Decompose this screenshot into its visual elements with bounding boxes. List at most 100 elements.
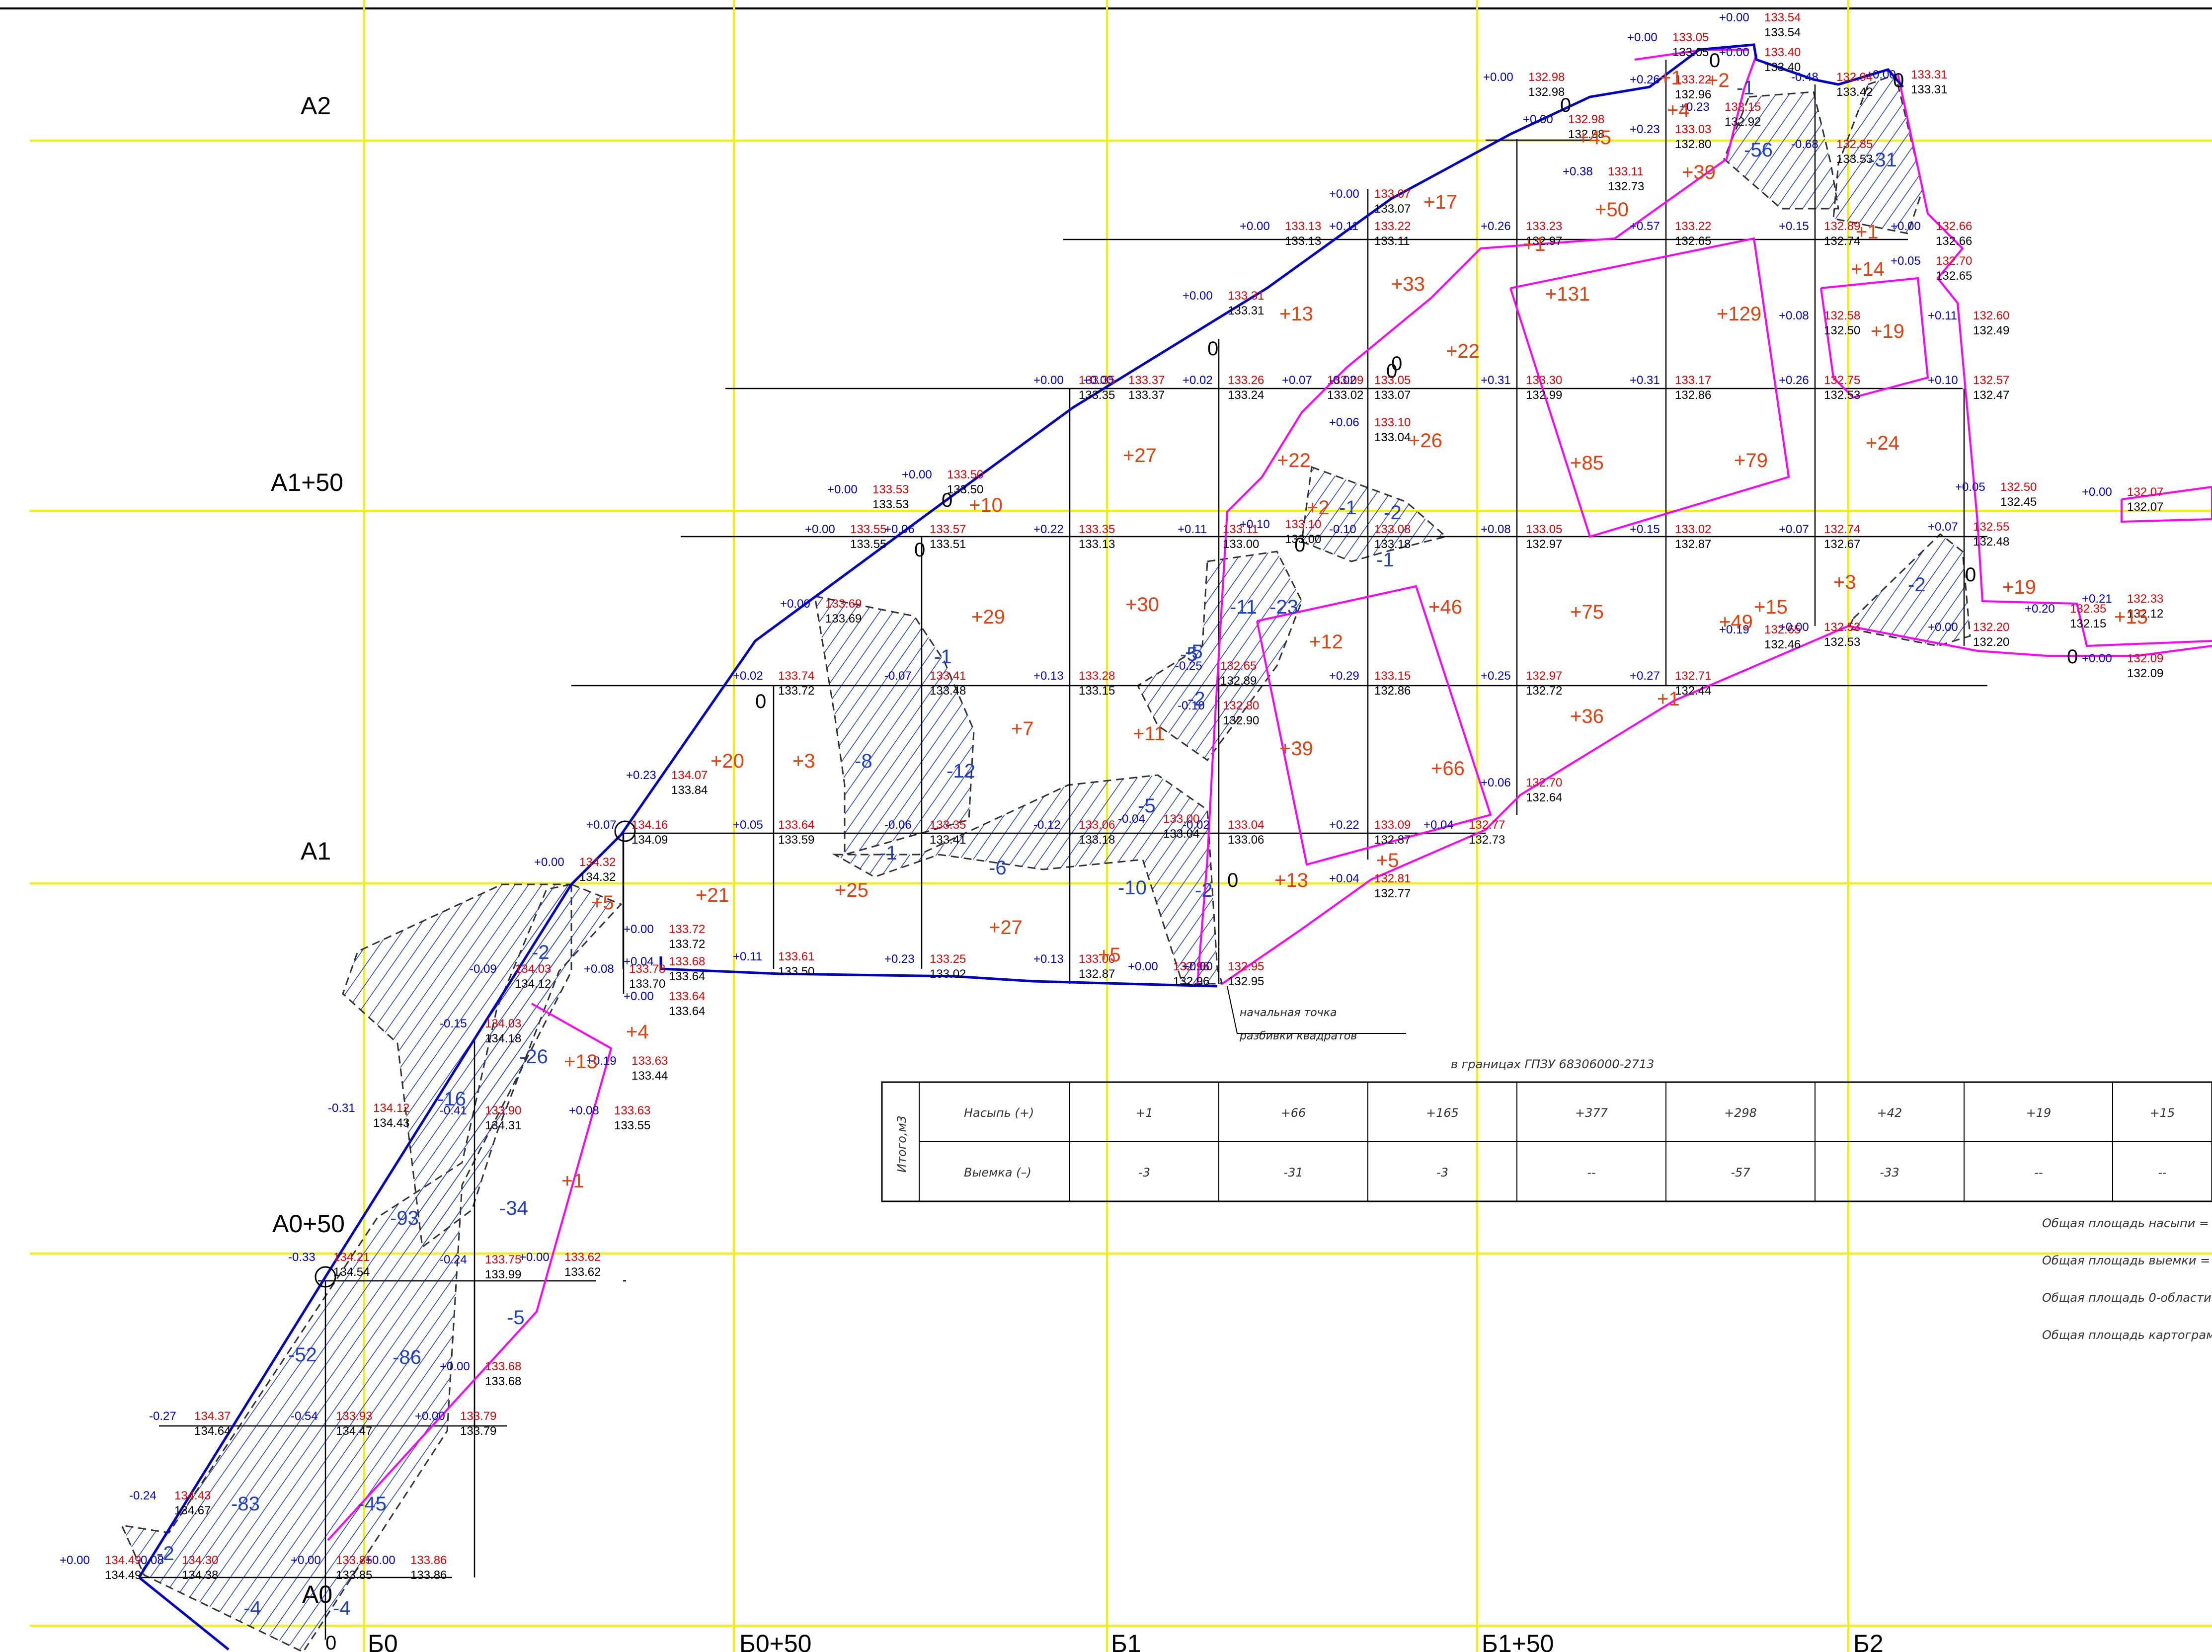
start-point-note: начальная точка разбивки квадратов: [1227, 986, 1406, 1042]
design-level: 132.94: [1836, 71, 1873, 84]
existing-level: 133.72: [778, 684, 814, 698]
existing-level: 132.87: [1675, 538, 1711, 551]
fill-volume: +14: [1851, 258, 1885, 280]
design-level: 133.35: [930, 818, 966, 832]
existing-level: 134.43: [373, 1116, 409, 1130]
cut-volume: -1: [1376, 549, 1394, 571]
design-level: 133.28: [1079, 669, 1115, 683]
fill-volume: +2: [1307, 497, 1330, 519]
existing-level: 133.72: [669, 938, 705, 951]
work-mark: +0.00: [1329, 187, 1359, 201]
existing-level: 132.80: [1675, 138, 1711, 151]
volume-marks: -2-4-4-83-45-52-86-5-93-34-16-26+13+1-2+…: [157, 67, 2148, 1619]
start-note-line1: начальная точка: [1240, 1007, 1337, 1019]
work-mark: -0.07: [884, 669, 912, 683]
design-level: 133.22: [1675, 220, 1711, 233]
existing-level: 132.07: [2127, 500, 2163, 514]
zero-point: 0: [1709, 50, 1720, 72]
col-axis-labels: Б0 Б0+50 Б1 Б1+50 Б2: [368, 1630, 1884, 1652]
table-cut-value: --: [2034, 1166, 2043, 1180]
fill-volume: +5: [1098, 944, 1121, 966]
fill-volume: +19: [2002, 576, 2036, 598]
design-level: 133.02: [1675, 523, 1711, 536]
zero-point: 0: [1893, 70, 1904, 91]
work-mark: +0.26: [1481, 220, 1511, 233]
work-mark: -0.27: [149, 1410, 176, 1423]
existing-level: 133.40: [1764, 61, 1801, 74]
design-level: 133.35: [1079, 374, 1115, 387]
existing-level: 132.87: [1374, 833, 1411, 847]
fill-volume: +131: [1545, 283, 1590, 305]
work-mark: +0.08: [569, 1104, 599, 1117]
fill-volume: +24: [1866, 432, 1899, 454]
fill-volume: +5: [591, 892, 614, 914]
design-level: 133.09: [1374, 818, 1411, 832]
work-mark: +0.05: [1955, 480, 1985, 494]
cut-areas: [120, 74, 1971, 1652]
table-fill-value: +19: [2026, 1106, 2052, 1120]
existing-level: 134.32: [579, 870, 616, 884]
work-mark: +0.26: [1779, 374, 1809, 387]
fill-volume: +13: [1279, 303, 1313, 325]
design-level: 133.03: [1675, 123, 1711, 136]
design-level: 133.35: [1079, 523, 1115, 536]
existing-level: 132.99: [1526, 389, 1562, 402]
site-boundary: [138, 43, 1904, 1651]
existing-level: 133.54: [1764, 26, 1801, 39]
work-mark: +0.29: [1329, 669, 1359, 683]
work-mark: +0.00: [365, 1554, 395, 1567]
existing-level: 133.48: [930, 684, 966, 698]
existing-level: 133.55: [614, 1119, 650, 1132]
cut-volume: -52: [288, 1344, 317, 1366]
fill-volume: +19: [1871, 320, 1904, 342]
cut-volume: -5: [1138, 795, 1156, 817]
existing-level: 132.97: [1526, 538, 1562, 551]
existing-level: 134.49: [105, 1569, 141, 1582]
design-level: 132.60: [1973, 309, 2009, 322]
design-level: 134.37: [194, 1410, 231, 1423]
cut-volume: -1: [879, 842, 897, 864]
cut-volume: -1: [1737, 77, 1754, 99]
fill-volume: +50: [1595, 199, 1629, 221]
cut-volume: -45: [358, 1493, 387, 1515]
work-mark: +0.19: [586, 1054, 617, 1068]
station-marker-2: [315, 1266, 336, 1288]
design-level: 133.15: [1374, 669, 1411, 683]
fill-volume: +10: [969, 494, 1003, 516]
design-level: 133.26: [1228, 374, 1264, 387]
existing-level: 133.85: [336, 1569, 372, 1582]
design-level: 132.95: [1228, 960, 1264, 973]
design-level: 133.05: [1672, 31, 1709, 44]
design-level: 133.25: [930, 952, 966, 966]
design-level: 132.80: [1223, 699, 1259, 712]
fill-volume: +4: [626, 1021, 649, 1043]
cut-area-center: [814, 595, 975, 856]
work-mark: -0.04: [1118, 812, 1145, 826]
work-mark: +0.07: [1282, 374, 1312, 387]
work-mark: +0.23: [884, 952, 915, 966]
existing-level: 133.07: [1374, 389, 1411, 402]
cut-volume: -2: [1195, 879, 1213, 901]
row-label-a0-50: A0+50: [272, 1210, 345, 1238]
cut-volume: -6: [989, 857, 1007, 879]
fill-volume: +12: [1309, 631, 1343, 653]
